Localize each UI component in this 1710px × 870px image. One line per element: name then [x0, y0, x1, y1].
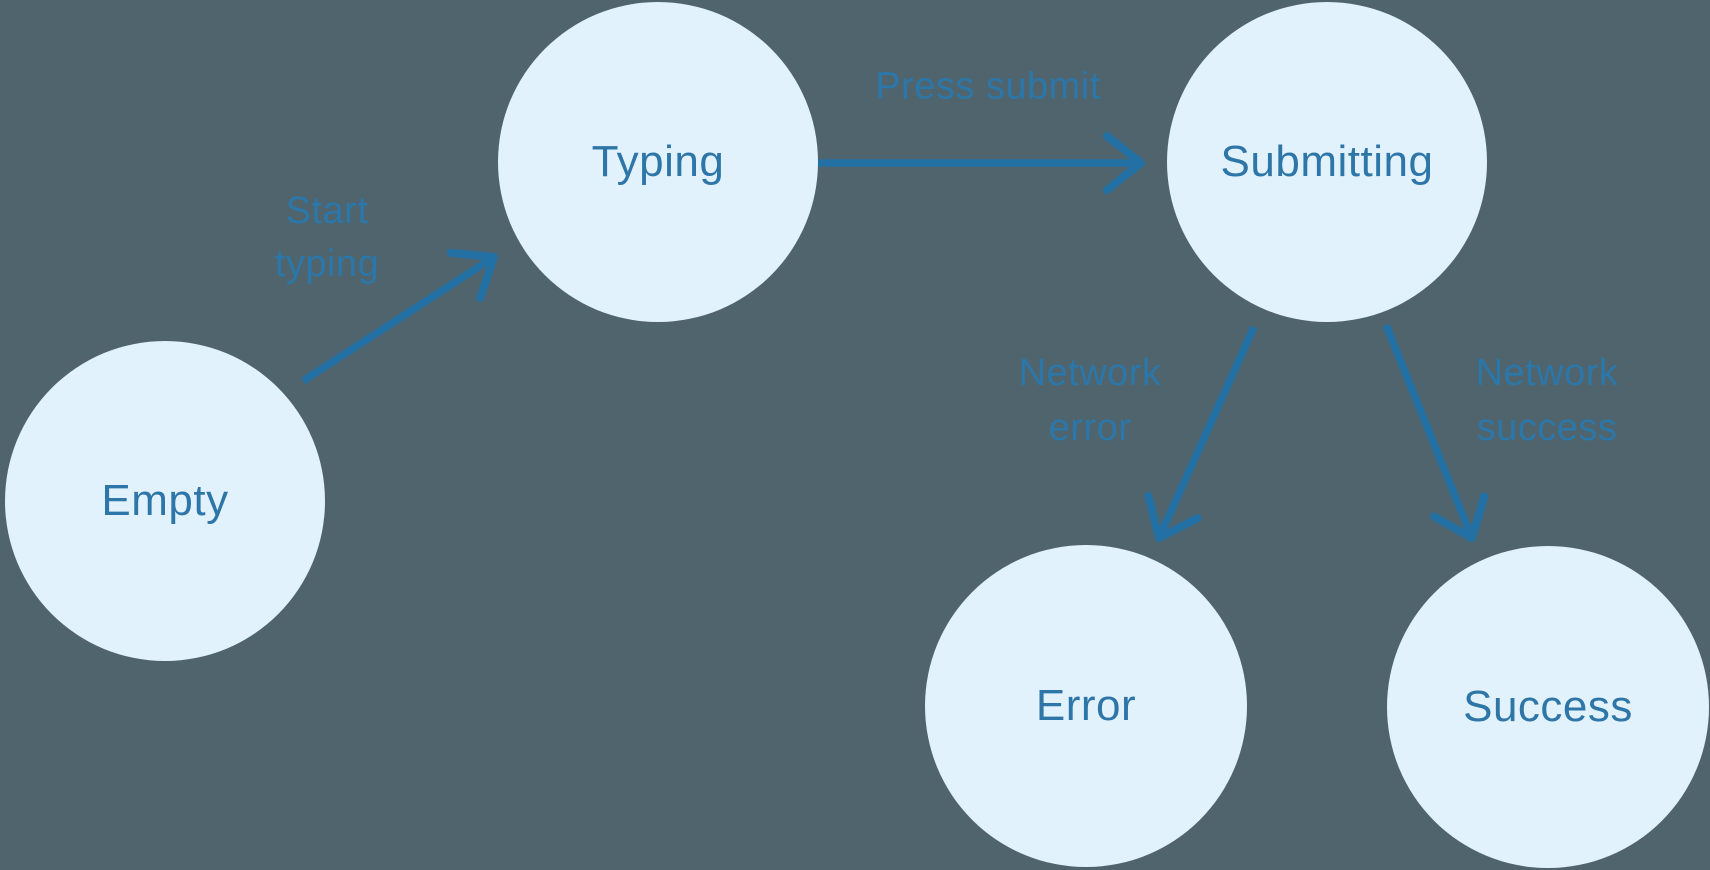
- transition-arrow-network-error: [1144, 325, 1258, 542]
- state-label-typing: Typing: [591, 137, 725, 186]
- transition-label-line: typing: [274, 243, 380, 285]
- transition-label-start-typing: Start typing: [275, 185, 379, 291]
- state-label-success: Success: [1463, 682, 1633, 731]
- state-label-empty: Empty: [101, 476, 229, 525]
- transition-label-line: Network: [1018, 352, 1162, 394]
- transition-label-line: Start: [285, 190, 369, 232]
- transition-label-network-success: Network success: [1476, 346, 1619, 456]
- state-node-success: Success: [1387, 546, 1709, 868]
- state-node-typing: Typing: [498, 2, 818, 322]
- transition-label-line: success: [1476, 407, 1618, 449]
- transition-arrow-network-success: [1382, 323, 1489, 542]
- state-label-submitting: Submitting: [1220, 137, 1434, 186]
- transition-label-press-submit: Press submit: [875, 60, 1101, 115]
- transition-label-network-error: Network error: [1019, 346, 1162, 456]
- state-label-error: Error: [1035, 681, 1137, 730]
- state-node-error: Error: [925, 545, 1247, 867]
- transition-label-line: Press submit: [875, 65, 1101, 108]
- state-node-empty: Empty: [5, 341, 325, 661]
- state-node-submitting: Submitting: [1167, 2, 1487, 322]
- transition-label-line: error: [1048, 407, 1132, 449]
- transition-label-line: Network: [1475, 352, 1619, 394]
